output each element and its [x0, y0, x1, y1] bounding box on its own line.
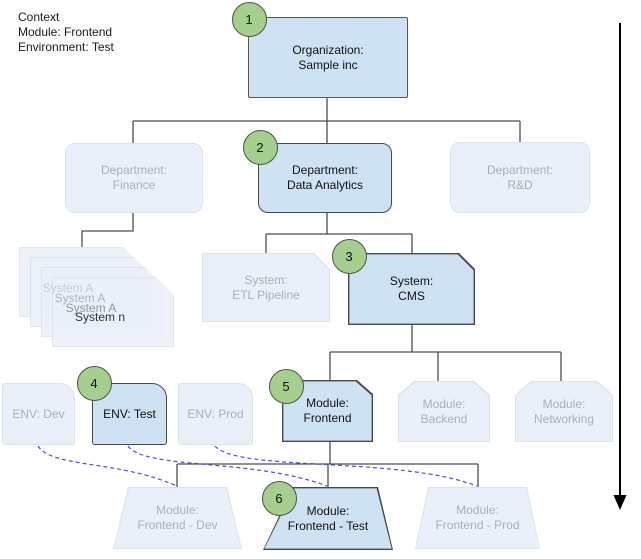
env-prod-association-curve: [214, 445, 478, 487]
system-cms-label-2: CMS: [398, 289, 425, 303]
step-number: 1: [245, 11, 253, 27]
env-prod-label: ENV: Prod: [187, 406, 244, 421]
step-badge-4: 4: [76, 365, 112, 401]
system-etl-label-1: System:: [244, 272, 288, 287]
step-badge-2: 2: [242, 129, 278, 165]
env-dev-label: ENV: Dev: [12, 406, 65, 421]
dept-rnd-label-1: Department:: [486, 162, 554, 177]
dept-finance-label-1: Department:: [100, 163, 168, 177]
node-module-frontend-dev: Module: Frontend - Dev: [113, 487, 242, 549]
module-networking-label-1: Module:: [542, 396, 586, 411]
env-test-association-curve: [127, 445, 328, 487]
node-env-prod: ENV: Prod: [178, 383, 253, 445]
module-frontend-label-1: Module:: [306, 396, 349, 410]
node-department-finance: Department: Finance: [65, 143, 203, 213]
context-annotation: Context Module: Frontend Environment: Te…: [18, 10, 114, 55]
module-frontend-prod-label-2: Frontend - Prod: [435, 518, 520, 532]
dept-finance-label-2: Finance: [112, 178, 156, 192]
step-number: 5: [282, 378, 290, 394]
module-backend-label-1: Module:: [422, 396, 466, 411]
module-frontend-dev-label-2: Frontend - Dev: [137, 518, 218, 532]
stack-card-4: [52, 277, 174, 347]
module-frontend-test-label-1: Module:: [306, 503, 350, 518]
dept-da-label-1: Department:: [291, 163, 359, 177]
env-test-label: ENV: Test: [103, 406, 156, 421]
node-module-backend: Module: Backend: [398, 381, 490, 442]
module-frontend-prod-label-1: Module:: [456, 503, 499, 517]
node-system-etl: System: ETL Pipeline: [202, 253, 330, 322]
module-networking-label-2: Networking: [533, 411, 595, 426]
step-number: 3: [345, 248, 353, 264]
node-env-test: ENV: Test: [92, 383, 167, 445]
context-module-line: Module: Frontend: [18, 25, 113, 39]
step-number: 4: [90, 375, 98, 391]
stack-label-system-a2: System A: [54, 291, 106, 305]
context-environment-line: Environment: Test: [18, 40, 114, 54]
stack-label-system-a1: System A: [42, 281, 94, 295]
module-frontend-test-label-2: Frontend - Test: [287, 518, 369, 533]
step-number: 2: [256, 139, 264, 155]
node-module-frontend-prod: Module: Frontend - Prod: [415, 487, 540, 549]
dept-rnd-label-2: R&D: [507, 177, 533, 192]
module-frontend-label-2: Frontend: [303, 411, 352, 425]
cms-to-modules-connector: [329, 325, 562, 381]
node-department-data-analytics: Department: Data Analytics: [258, 143, 392, 213]
module-frontend-dev-label-1: Module:: [156, 503, 199, 517]
step-badge-1: 1: [231, 1, 267, 37]
node-module-networking: Module: Networking: [515, 381, 613, 442]
timeline-arrow: [613, 23, 627, 510]
dept-da-label-2: Data Analytics: [286, 178, 364, 192]
step-badge-6: 6: [261, 480, 297, 516]
node-organization: Organization: Sample inc: [248, 17, 408, 98]
stack-label-system-a3: System A: [65, 301, 117, 315]
org-to-departments-connector: [132, 98, 521, 144]
step-badge-3: 3: [331, 238, 367, 274]
node-organization-label-1: Organization:: [292, 42, 364, 57]
step-number: 6: [275, 490, 283, 506]
node-system-cms: System: CMS: [348, 253, 475, 325]
frontend-to-instances-connector: [176, 442, 479, 487]
context-title: Context: [18, 10, 60, 24]
system-cms-label-1: System:: [389, 274, 434, 288]
system-etl-label-2: ETL Pipeline: [232, 287, 300, 302]
node-organization-label-2: Sample inc: [298, 57, 358, 72]
node-env-dev: ENV: Dev: [2, 383, 75, 445]
finance-to-systems-connector: [81, 213, 134, 247]
env-dev-association-curve: [37, 445, 178, 487]
stack-label-system-n: System n: [74, 310, 126, 324]
node-department-rnd: Department: R&D: [450, 142, 590, 213]
module-backend-label-2: Backend: [420, 411, 468, 426]
step-badge-5: 5: [268, 368, 304, 404]
dept-to-systems-connector: [265, 213, 413, 253]
